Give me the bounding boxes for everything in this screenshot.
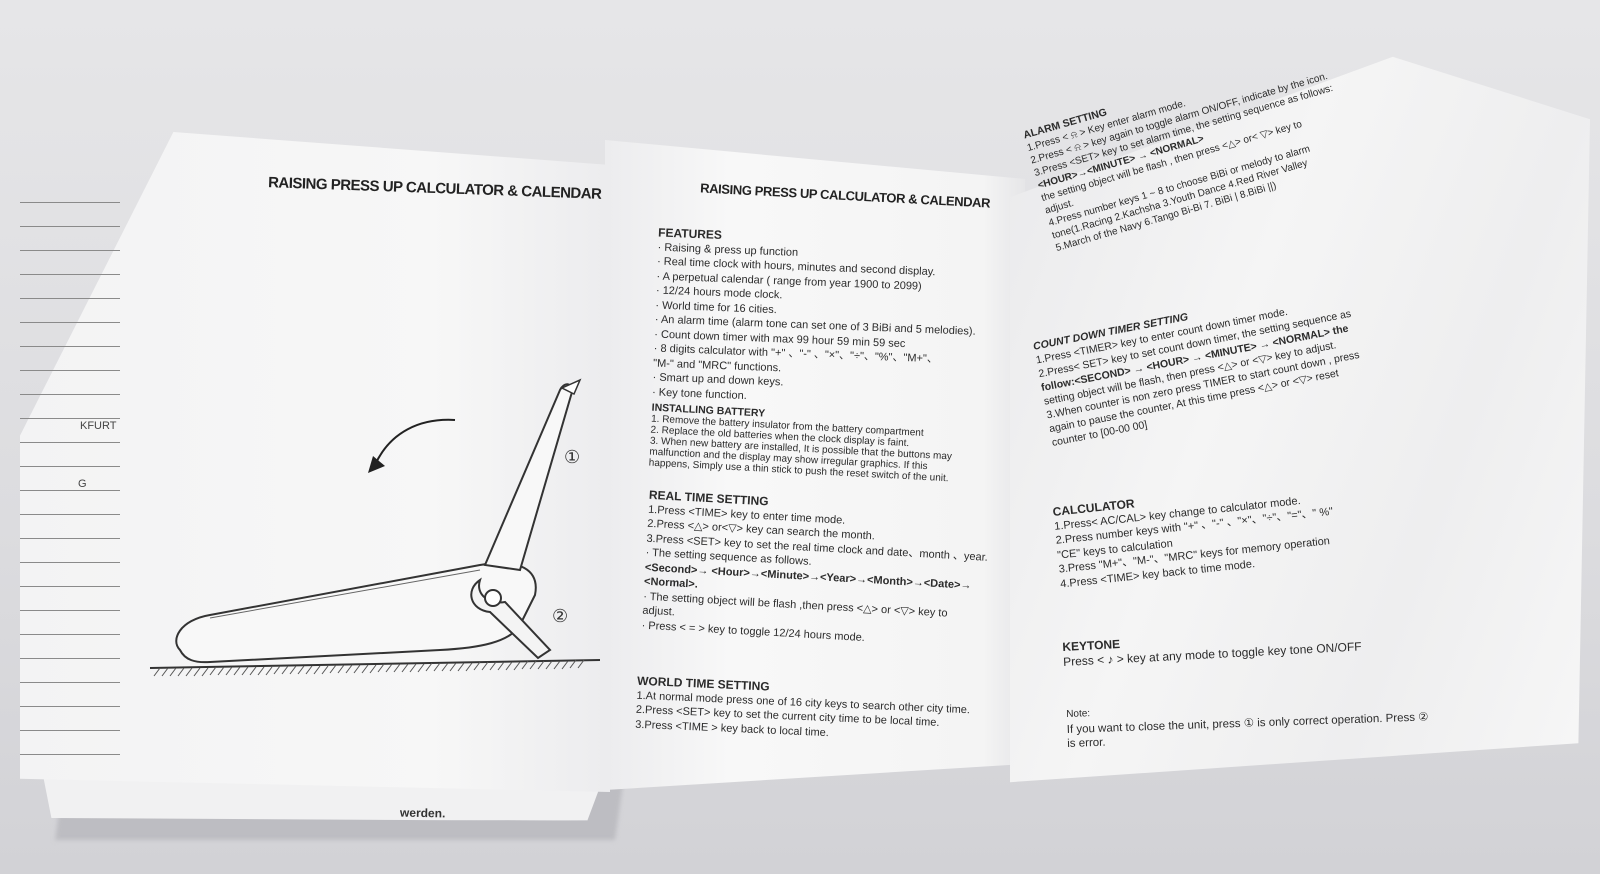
edge-strip (20, 202, 120, 225)
edge-strip (20, 538, 120, 561)
edge-strip (20, 682, 120, 705)
edge-strip (20, 490, 120, 513)
edge-strip (20, 226, 120, 249)
edge-strip (20, 298, 120, 321)
features-section: FEATURES · Raising & press up function ·… (652, 226, 998, 413)
edge-strip (20, 466, 120, 489)
edge-strip (20, 346, 120, 369)
edge-strip (20, 706, 120, 729)
edge-strip (20, 370, 120, 393)
edge-strip (20, 418, 120, 441)
edge-strip (20, 250, 120, 273)
edge-label-city: KFURT (80, 420, 117, 432)
edge-strip (20, 562, 120, 585)
edge-strip (20, 754, 120, 777)
calculator-illustration: ① ② (149, 378, 601, 677)
edge-strip (20, 730, 120, 753)
edge-strip (20, 394, 120, 417)
edge-strip (20, 274, 120, 297)
callout-2: ② (552, 606, 568, 627)
edge-strip (20, 610, 120, 633)
edge-strip (20, 322, 120, 345)
edge-strip (20, 586, 120, 609)
real-time-setting-section: REAL TIME SETTING 1.Press <TIME> key to … (641, 488, 1019, 653)
middle-page (605, 140, 1025, 790)
edge-strip (20, 442, 120, 465)
edge-strip (20, 634, 120, 657)
edge-label-fragment: G (78, 478, 87, 490)
edge-strip (20, 514, 120, 537)
callout-1: ① (564, 447, 580, 468)
right-page (1010, 56, 1590, 783)
edge-strip (20, 658, 120, 681)
